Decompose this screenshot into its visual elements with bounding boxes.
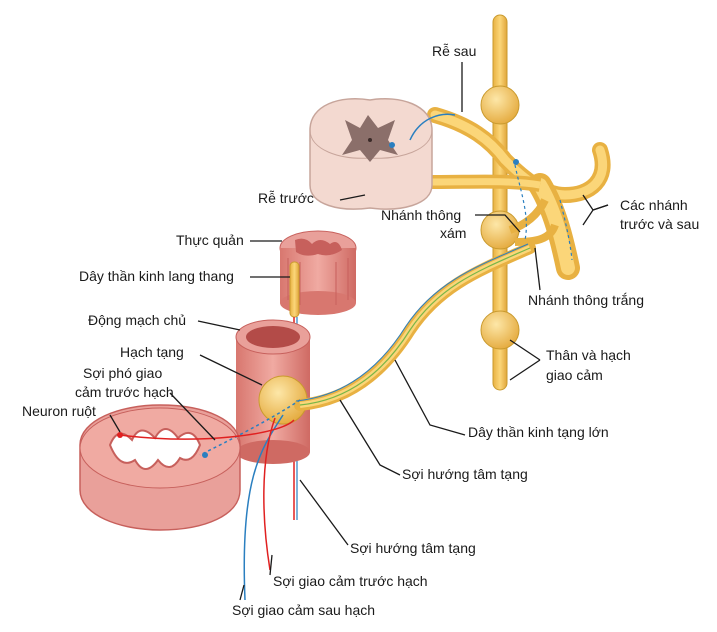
label-soi-huong-tam-tang-2: Sợi hướng tâm tạng: [350, 540, 476, 556]
sympathetic-trunk: [480, 14, 520, 391]
label-thuc-quan: Thực quản: [176, 232, 244, 248]
label-nhanh-thong-xam-line2: xám: [440, 225, 466, 241]
label-nhanh-thong-trang: Nhánh thông trắng: [528, 292, 644, 308]
label-re-sau: Rễ sau: [432, 43, 476, 59]
spinal-fibers: [389, 113, 573, 261]
ganglion-top: [480, 85, 520, 125]
label-soi-giao-cam-truoc-hach: Sợi giao cảm trước hạch: [273, 573, 428, 589]
visceral-fibers: [117, 399, 301, 601]
label-soi-huong-tam-tang-1: Sợi hướng tâm tạng: [402, 466, 528, 482]
label-than-va-hach-line1: Thân và hạch: [546, 347, 631, 363]
labels: Rễ sau Rễ trước Nhánh thông xám Các nhán…: [22, 43, 699, 618]
label-nhanh-thong-xam-line1: Nhánh thông: [381, 207, 461, 223]
label-dong-mach-chu: Động mạch chủ: [88, 312, 186, 328]
ganglion-bottom: [480, 310, 520, 350]
spinal-cord-section: [309, 98, 433, 210]
label-soi-pho-giao-line1: Sợi phó giao: [83, 365, 162, 381]
greater-splanchnic-nerve: [294, 242, 536, 411]
label-soi-pho-giao-line2: cảm trước hạch: [75, 384, 174, 400]
label-day-than-kinh-tang-lon: Dây thần kinh tạng lớn: [468, 424, 609, 440]
label-soi-giao-cam-sau-hach: Sợi giao cảm sau hạch: [232, 602, 375, 618]
label-day-than-kinh-lang-thang: Dây thần kinh lang thang: [79, 268, 234, 284]
intestine-section: [79, 404, 241, 531]
label-than-va-hach-line2: giao cảm: [546, 367, 603, 383]
leader-lines: [109, 62, 609, 601]
label-hach-tang: Hạch tạng: [120, 344, 184, 360]
label-re-truoc: Rễ trước: [258, 190, 314, 206]
label-neuron-ruot: Neuron ruột: [22, 403, 96, 419]
label-cac-nhanh-line1: Các nhánh: [620, 197, 688, 213]
label-cac-nhanh-line2: trước và sau: [620, 216, 699, 232]
